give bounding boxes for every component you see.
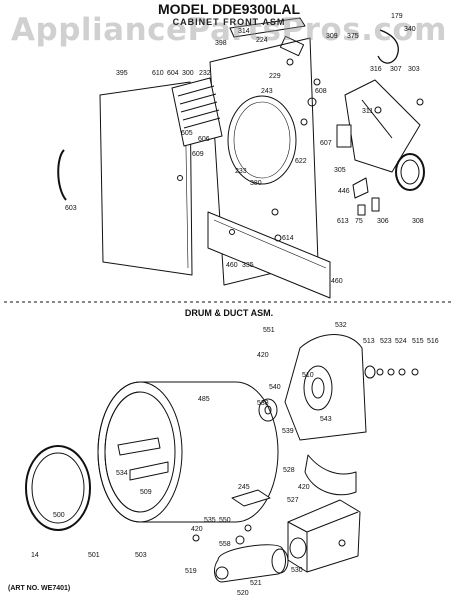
- callout: 420: [257, 352, 269, 359]
- callout: 308: [412, 218, 424, 225]
- callout: 485: [198, 396, 210, 403]
- callout: 303: [408, 66, 420, 73]
- exhaust-duct: [287, 499, 361, 573]
- callout: 501: [88, 552, 100, 559]
- section-title-drum-duct: DRUM & DUCT ASM.: [184, 308, 274, 318]
- callout: 528: [283, 467, 295, 474]
- callout: 515: [412, 338, 424, 345]
- callout: 420: [191, 526, 203, 533]
- callout: 539: [282, 428, 294, 435]
- callout: 606: [198, 136, 210, 143]
- callout: 500: [53, 512, 65, 519]
- front-panel: [99, 81, 193, 276]
- callout: 460: [331, 278, 343, 285]
- callout: 224: [256, 37, 268, 44]
- callout: 420: [298, 484, 310, 491]
- callout: 307: [390, 66, 402, 73]
- drum-body: [140, 381, 279, 523]
- callout: 540: [269, 384, 281, 391]
- callout: 609: [192, 151, 204, 158]
- callout: 510: [302, 372, 314, 379]
- callout: 524: [395, 338, 407, 345]
- callout: 527: [287, 497, 299, 504]
- callout: 605: [181, 130, 193, 137]
- callout: 519: [185, 568, 197, 575]
- callout: 460: [226, 262, 238, 269]
- callout: 233: [235, 168, 247, 175]
- callout: 603: [65, 205, 77, 212]
- callout: 610: [152, 70, 164, 77]
- callout: 232: [199, 70, 211, 77]
- callout: 179: [391, 13, 403, 20]
- callout: 622: [295, 158, 307, 165]
- callout: 340: [404, 26, 416, 33]
- callout: 550: [219, 517, 231, 524]
- callout: 375: [347, 33, 359, 40]
- callout: 520: [237, 590, 249, 597]
- callout: 509: [140, 489, 152, 496]
- callout: 75: [355, 218, 363, 225]
- seal-ring: [395, 153, 425, 191]
- callout: 607: [320, 140, 332, 147]
- control-grille: [171, 77, 223, 147]
- rear-bulkhead: [284, 334, 367, 441]
- callout: 513: [363, 338, 375, 345]
- callout: 305: [334, 167, 346, 174]
- kickplate: [207, 211, 331, 299]
- page-title: MODEL DDE9300LAL: [157, 1, 301, 17]
- callout: 306: [377, 218, 389, 225]
- callout: 243: [261, 88, 273, 95]
- callout: 446: [338, 188, 350, 195]
- callout: 300: [182, 70, 194, 77]
- drum-door-ring: [25, 445, 91, 531]
- callout: 535: [204, 517, 216, 524]
- callout: 558: [219, 541, 231, 548]
- door-opening: [227, 95, 297, 185]
- callout: 395: [116, 70, 128, 77]
- callout: 551: [263, 327, 275, 334]
- callout: 503: [135, 552, 147, 559]
- callout: 538: [257, 400, 269, 407]
- callout: 534: [116, 470, 128, 477]
- callout: 229: [269, 73, 281, 80]
- callout: 316: [370, 66, 382, 73]
- callout: 516: [427, 338, 439, 345]
- art-number: (ART NO. WE7401): [8, 585, 71, 592]
- callout: 604: [167, 70, 179, 77]
- callout: 613: [337, 218, 349, 225]
- page-subtitle: CABINET FRONT ASM: [172, 17, 286, 27]
- callout: 314: [238, 28, 250, 35]
- callout: 380: [250, 180, 262, 187]
- callout: 532: [335, 322, 347, 329]
- callout: 14: [31, 552, 39, 559]
- watermark: AppliancePartsPros.com: [11, 12, 447, 48]
- motor: [214, 544, 286, 583]
- callout: 335: [242, 262, 254, 269]
- callout: 245: [238, 484, 250, 491]
- callout: 608: [315, 88, 327, 95]
- callout: 309: [326, 33, 338, 40]
- callout: 614: [282, 235, 294, 242]
- callout: 543: [320, 416, 332, 423]
- callout: 523: [380, 338, 392, 345]
- callout: 398: [215, 40, 227, 47]
- callout: 311: [362, 108, 374, 115]
- callout: 530: [291, 567, 303, 574]
- callout: 521: [250, 580, 262, 587]
